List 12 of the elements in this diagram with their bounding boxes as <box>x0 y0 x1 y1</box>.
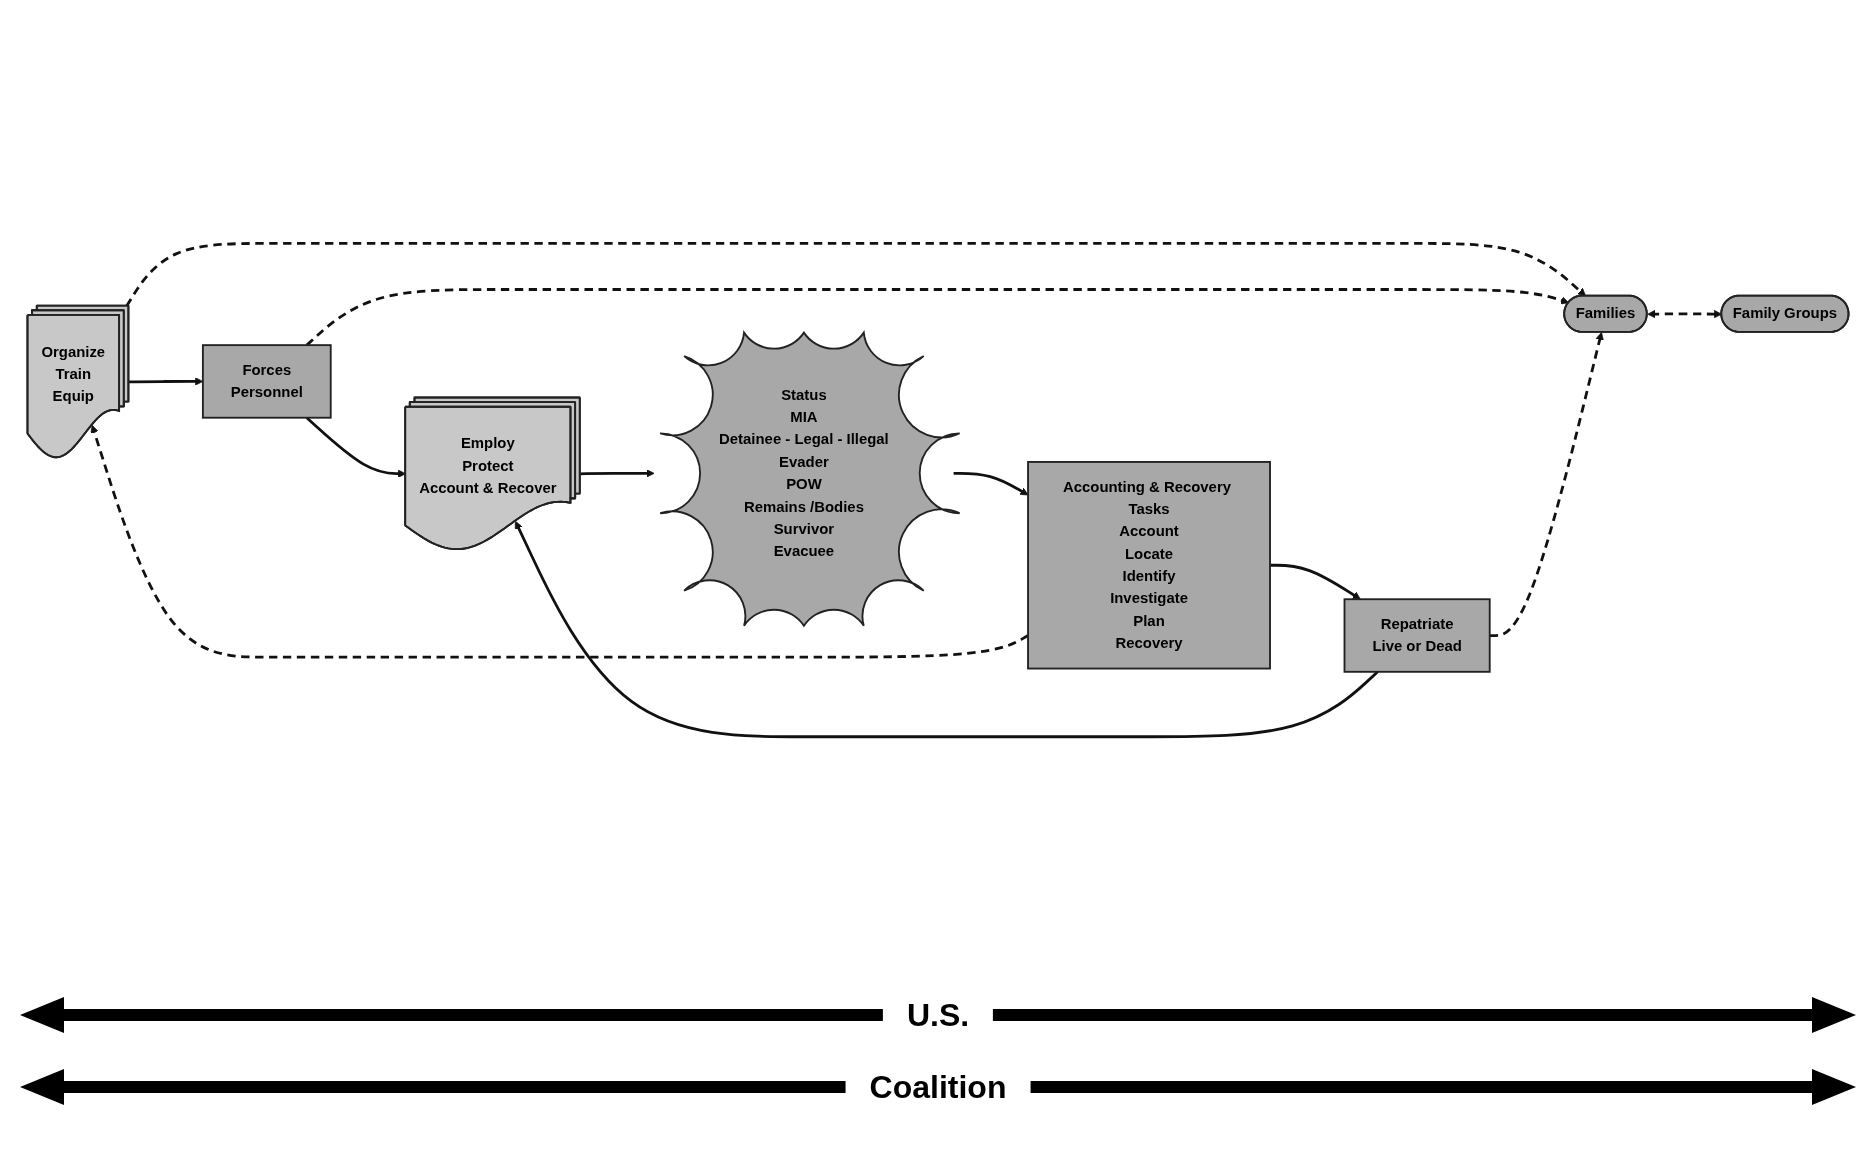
arrow <box>580 469 655 478</box>
node-box: Repatriate Live or Dead <box>1343 598 1491 673</box>
arrow <box>1270 563 1361 600</box>
arrow <box>514 520 1379 739</box>
arrow <box>305 288 1570 347</box>
arrow <box>305 416 406 478</box>
arrow <box>1489 331 1604 637</box>
node-box: Accounting & Recovery Tasks Account Locate Identify Investigate Plan Recovery <box>1027 460 1271 670</box>
node-box: Forces Personnel <box>201 344 332 419</box>
arrow <box>125 241 1587 307</box>
arrow <box>953 471 1029 496</box>
arrow <box>90 424 1029 659</box>
